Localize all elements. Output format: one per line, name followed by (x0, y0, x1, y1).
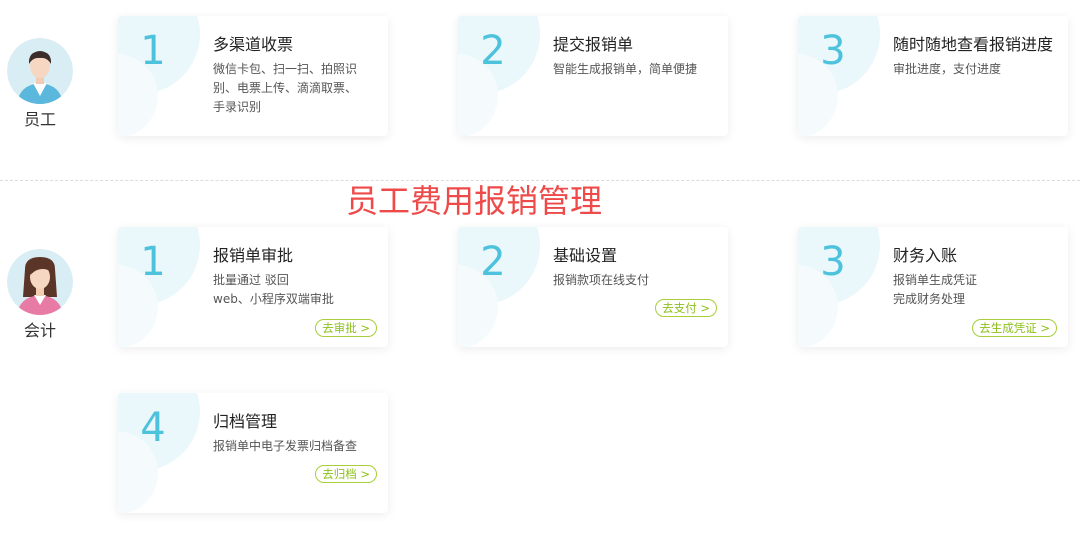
card-title: 基础设置 (553, 246, 618, 265)
card-title: 提交报销单 (553, 35, 634, 54)
card-decoration (458, 16, 540, 136)
card-decoration (458, 227, 540, 347)
step-number: 1 (140, 28, 166, 74)
card-description: 报销单生成凭证 完成财务处理 (893, 273, 978, 306)
card-description: 报销款项在线支付 (553, 273, 650, 287)
employee-role: 员工 (4, 38, 76, 130)
go-pay-button[interactable]: 去支付 > (655, 299, 717, 317)
card-title: 多渠道收票 (213, 35, 294, 54)
card-title: 随时随地查看报销进度 (893, 35, 1054, 54)
step-number: 1 (140, 239, 166, 285)
card-description: 智能生成报销单，简单便捷 (553, 62, 698, 76)
step-number: 3 (820, 239, 846, 285)
card-title: 财务入账 (893, 246, 958, 265)
card-description: 报销单中电子发票归档备查 (213, 439, 358, 453)
card-description: 微信卡包、扫一扫、拍照识 别、电票上传、滴滴取票、 手录识别 (213, 62, 358, 114)
card-decoration (798, 227, 880, 347)
employee-card-2: 2 提交报销单 智能生成报销单，简单便捷 (458, 16, 728, 136)
step-number: 2 (480, 28, 506, 74)
card-description: 批量通过 驳回 web、小程序双端审批 (213, 273, 334, 306)
employee-card-1: 1 多渠道收票 微信卡包、扫一扫、拍照识 别、电票上传、滴滴取票、 手录识别 (118, 16, 388, 136)
section-divider (0, 180, 1080, 181)
employee-role-label: 员工 (23, 110, 56, 129)
accountant-card-4: 4 归档管理 报销单中电子发票归档备查 去归档 > (118, 393, 388, 513)
employee-card-3: 3 随时随地查看报销进度 审批进度，支付进度 (798, 16, 1068, 136)
accountant-role: 会计 (4, 249, 76, 341)
card-description: 审批进度，支付进度 (893, 62, 1002, 76)
card-decoration (798, 16, 880, 136)
step-number: 2 (480, 239, 506, 285)
accountant-card-2: 2 基础设置 报销款项在线支付 去支付 > (458, 227, 728, 347)
employee-avatar (7, 38, 73, 104)
accountant-card-1: 1 报销单审批 批量通过 驳回 web、小程序双端审批 去审批 > (118, 227, 388, 347)
go-approve-button[interactable]: 去审批 > (315, 319, 377, 337)
accountant-card-3: 3 财务入账 报销单生成凭证 完成财务处理 去生成凭证 > (798, 227, 1068, 347)
step-number: 3 (820, 28, 846, 74)
page-heading: 员工费用报销管理 (346, 182, 603, 220)
card-title: 报销单审批 (213, 246, 294, 265)
card-decoration (118, 16, 200, 136)
accountant-avatar (7, 249, 73, 315)
go-generate-voucher-button[interactable]: 去生成凭证 > (972, 319, 1057, 337)
card-title: 归档管理 (213, 412, 278, 431)
card-decoration (118, 393, 200, 513)
accountant-role-label: 会计 (23, 321, 56, 340)
card-decoration (118, 227, 200, 347)
step-number: 4 (140, 405, 166, 451)
go-archive-button[interactable]: 去归档 > (315, 465, 377, 483)
